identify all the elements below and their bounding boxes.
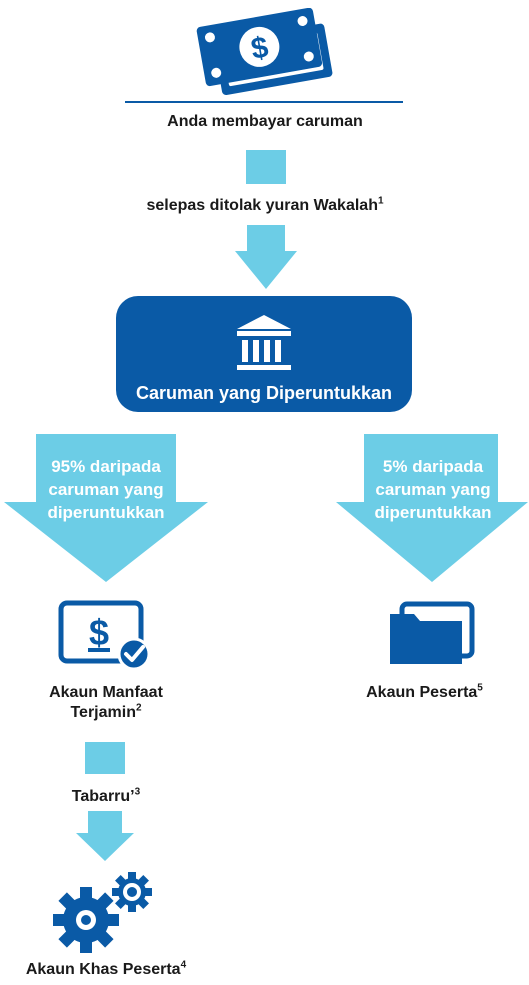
left-arrow-line-1: 95% daripada: [51, 457, 161, 476]
step-pay-text: Anda membayar caruman: [167, 113, 363, 130]
special-account-note: 4: [180, 959, 187, 971]
left-arrow-line-3: diperuntukkan: [47, 503, 165, 522]
guaranteed-account-note: 2: [135, 702, 142, 714]
special-account-label: Akaun Khas Peserta4: [0, 960, 212, 980]
dollar-sign: $: [249, 31, 271, 66]
step-deduct-text: selepas ditolak yuran Wakalah: [146, 197, 378, 214]
participant-account-label: Akaun Peserta5: [320, 683, 529, 703]
participant-account-text: Akaun Peserta: [366, 684, 478, 701]
guaranteed-account-line-2: Terjamin2: [0, 703, 212, 723]
dollar-bills-icon: $: [196, 8, 333, 96]
right-branch-arrow: [336, 434, 528, 582]
bank-building-icon: [237, 315, 291, 370]
left-branch-arrow-text: 95% daripada caruman yang diperuntukkan: [20, 455, 192, 524]
top-divider: [125, 101, 403, 103]
guaranteed-account-label: Akaun Manfaat Terjamin2: [0, 683, 212, 723]
folder-icon: [390, 601, 475, 664]
guaranteed-account-text-2: Terjamin: [70, 704, 136, 721]
tabarru-text: Tabarru’: [71, 788, 135, 805]
participant-account-note: 5: [477, 682, 483, 694]
step-pay-label: Anda membayar caruman: [60, 112, 470, 132]
left-arrow-line-2: caruman yang: [48, 480, 164, 499]
right-arrow-line-3: diperuntukkan: [374, 503, 492, 522]
gears-icon: [53, 872, 152, 953]
down-arrow-2: [76, 811, 134, 861]
tabarru-note: 3: [134, 786, 141, 798]
screen-dollar-sign: $: [89, 612, 109, 653]
left-branch-arrow: [4, 434, 208, 582]
special-account-text: Akaun Khas Peserta: [25, 961, 181, 978]
step-deduct-note: 1: [377, 195, 384, 207]
connector-square-2: [85, 742, 125, 774]
right-arrow-line-2: caruman yang: [375, 480, 491, 499]
connector-square-1: [246, 150, 286, 184]
tabarru-label: Tabarru’3: [0, 787, 212, 807]
step-deduct-label: selepas ditolak yuran Wakalah1: [60, 196, 470, 216]
dollar-check-screen-icon: $: [58, 600, 151, 671]
guaranteed-account-line-1: Akaun Manfaat: [49, 684, 163, 701]
right-arrow-line-1: 5% daripada: [382, 457, 484, 476]
down-arrow-1: [235, 225, 297, 289]
right-branch-arrow-text: 5% daripada caruman yang diperuntukkan: [348, 455, 518, 524]
allocated-contribution-label: Caruman yang Diperuntukkan: [135, 383, 393, 403]
